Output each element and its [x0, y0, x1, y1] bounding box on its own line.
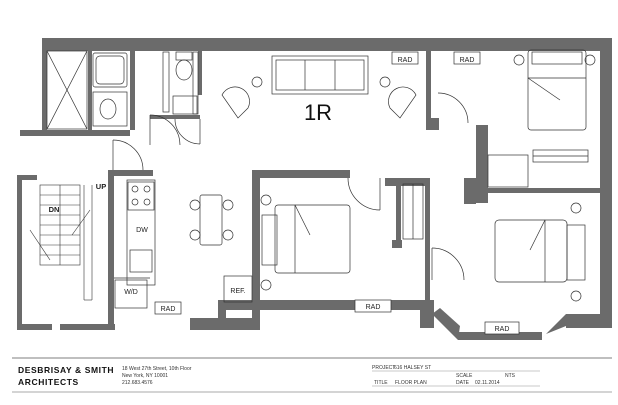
title-value: FLOOR PLAN [395, 380, 427, 386]
firm-phone: 212.683.4576 [122, 380, 153, 386]
armchair-right [388, 86, 417, 119]
title-key: TITLE [374, 380, 388, 386]
armchair-left [221, 86, 250, 119]
walls [17, 38, 612, 340]
scale-key: SCALE [456, 373, 473, 379]
firm-name-line2: ARCHITECTS [18, 377, 79, 387]
rad-label: RAD [161, 306, 176, 313]
date-key: DATE [456, 380, 470, 386]
bedroom-2 [260, 177, 424, 291]
bed-3 [494, 219, 568, 283]
refrigerator [223, 275, 253, 303]
stair-down-label: DN [49, 205, 60, 214]
side-table [251, 76, 263, 88]
rad-label: RAD [398, 57, 413, 64]
dining-table [199, 194, 223, 246]
rad-label: RAD [460, 57, 475, 64]
shower [46, 50, 88, 130]
range [127, 181, 155, 211]
firm-address-line1: 18 West 27th Street, 10th Floor [122, 366, 192, 372]
radiators [154, 51, 520, 335]
dishwasher-label: DW [136, 227, 148, 234]
rad-label: RAD [495, 326, 510, 333]
scale-value: NTS [505, 373, 516, 379]
bedroom-3 [431, 202, 586, 302]
washer-dryer [114, 279, 148, 309]
bed-1 [527, 49, 587, 131]
staircase [29, 184, 93, 301]
counter [126, 179, 156, 286]
project-value: 616 HALSEY ST [394, 365, 431, 371]
unit-label: 1R [304, 100, 332, 125]
bathtub [92, 52, 128, 88]
rad-label: RAD [366, 304, 381, 311]
vanity [92, 91, 128, 127]
firm-name-line1: DESBRISAY & SMITH [18, 365, 114, 375]
bedroom-1 [437, 49, 596, 188]
project-key: PROJECT [372, 365, 395, 371]
kitchen [114, 179, 253, 309]
living-room [112, 55, 417, 171]
bathroom-door-swing [149, 114, 181, 146]
sofa [271, 55, 369, 95]
firm-address-line2: New York, NY 10001 [122, 373, 168, 379]
toilet [175, 59, 193, 81]
stair-up-label: UP [96, 182, 106, 191]
title-block: DESBRISAY & SMITH ARCHITECTS 18 West 27t… [12, 357, 612, 393]
bath-shelf [162, 51, 170, 113]
bed-2 [274, 204, 351, 274]
washer-dryer-label: W/D [124, 289, 138, 296]
refrigerator-label: REF. [230, 288, 245, 295]
bathroom [46, 50, 201, 146]
sink [99, 98, 117, 120]
date-value: 02.11.2014 [475, 380, 500, 386]
kitchen-sink [129, 249, 153, 273]
